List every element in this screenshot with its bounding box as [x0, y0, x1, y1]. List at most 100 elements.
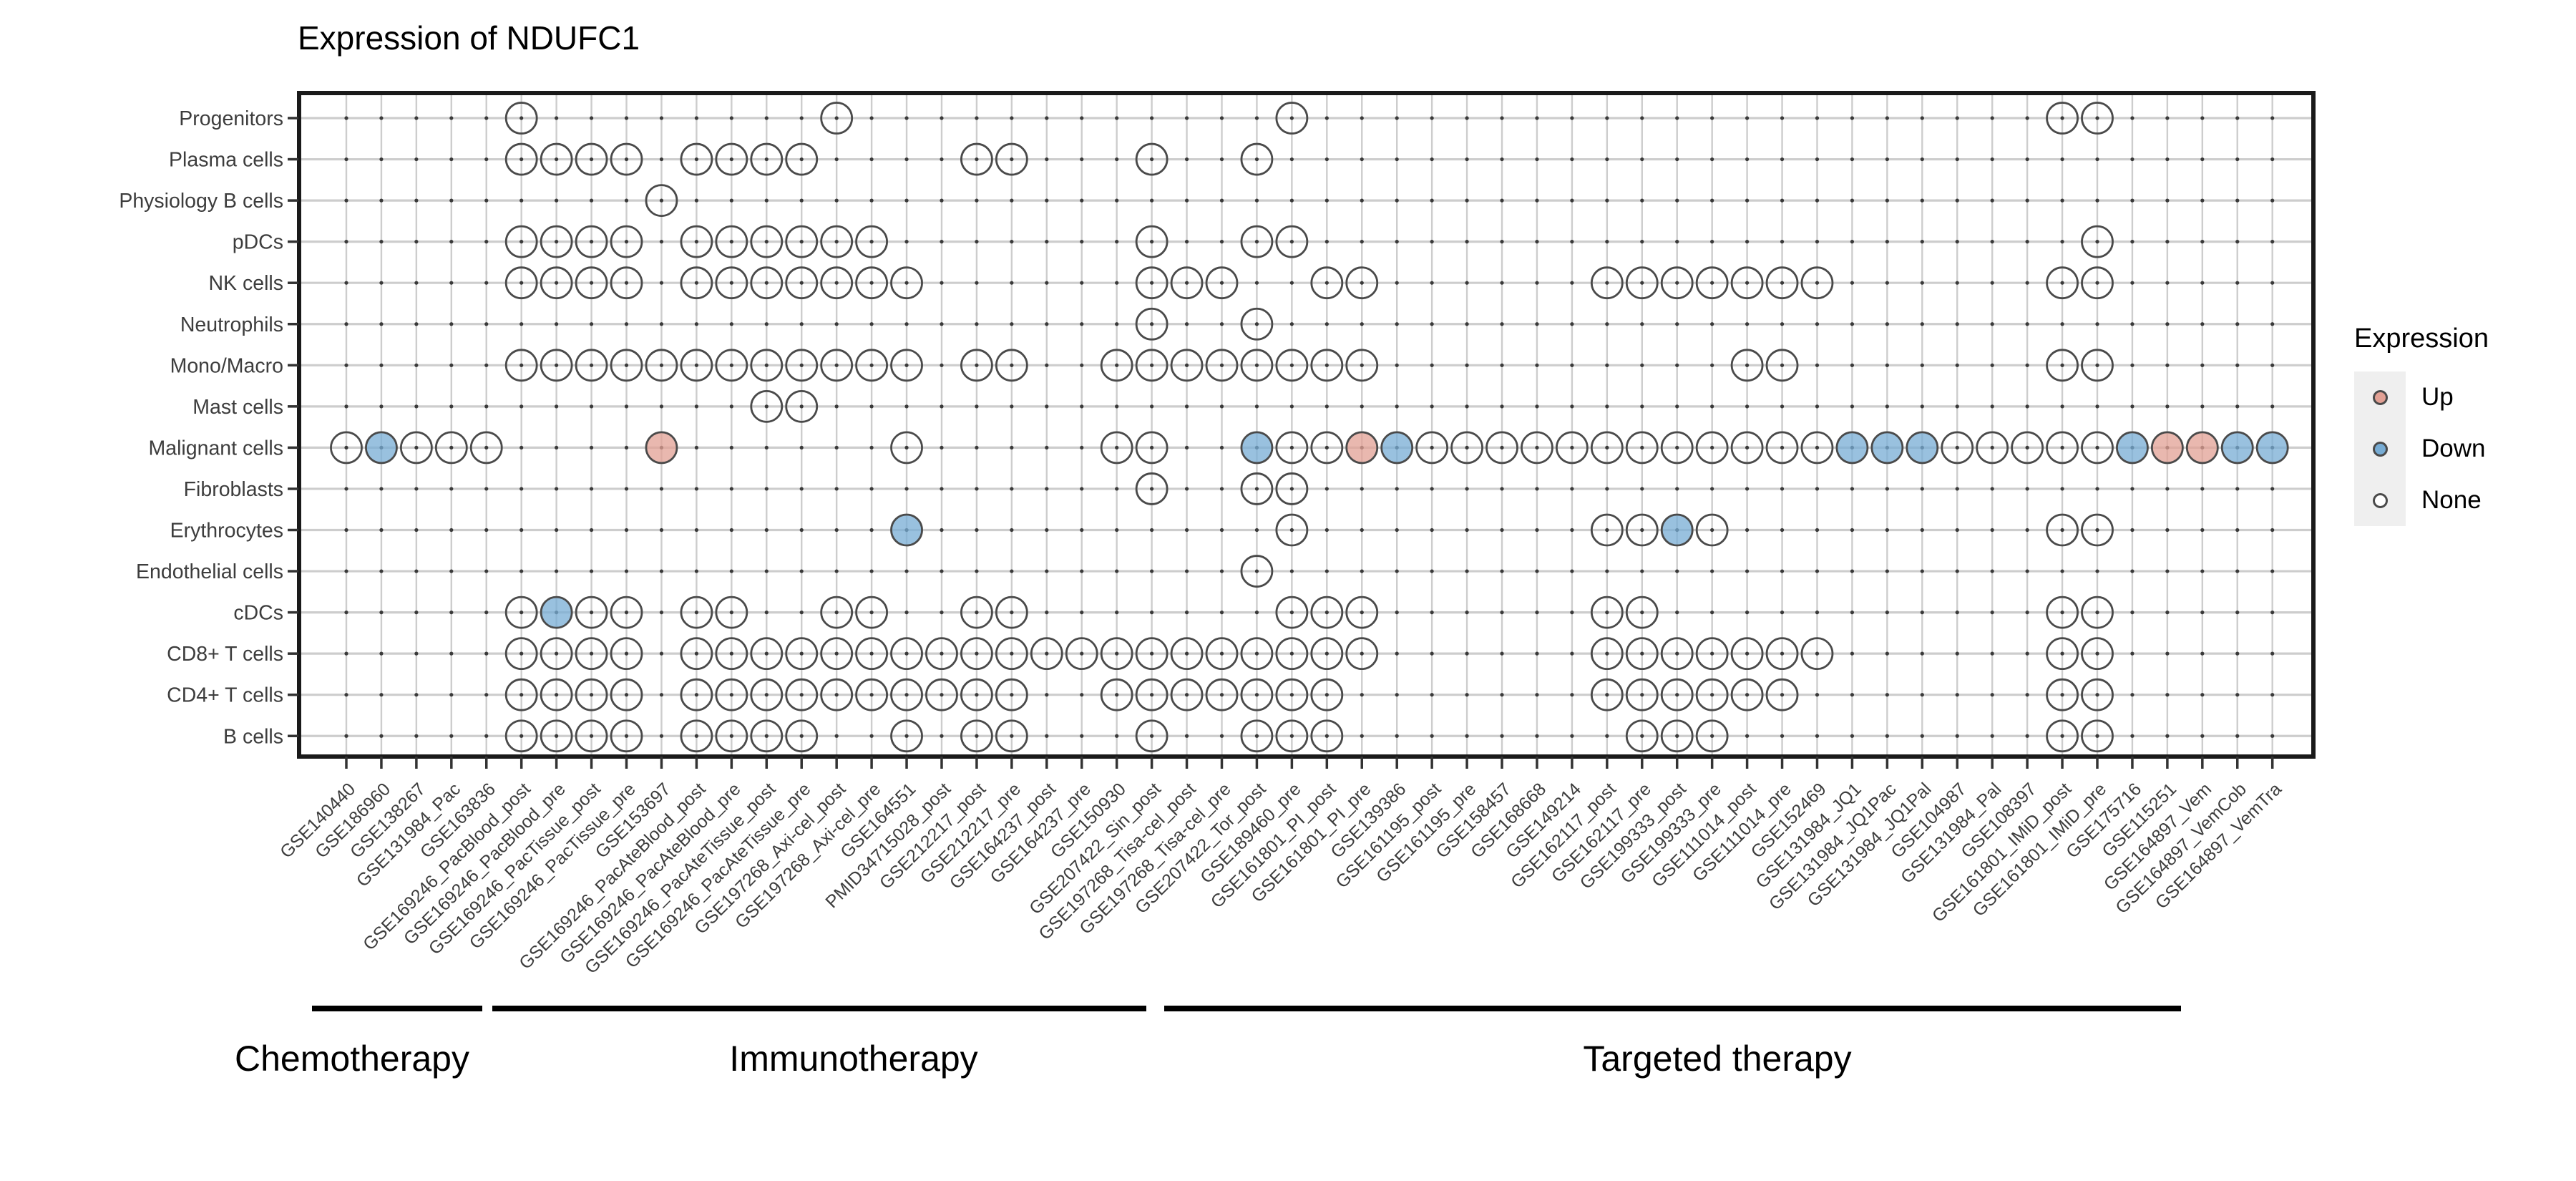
grid-dot — [1605, 198, 1609, 203]
grid-dot — [1324, 198, 1329, 203]
grid-dot — [2165, 116, 2170, 120]
grid-dot — [1045, 528, 1049, 533]
grid-dot — [869, 734, 874, 738]
expression-circle-none — [504, 596, 538, 629]
grid-dot — [2060, 198, 2064, 203]
expression-circle-none — [1695, 719, 1729, 753]
grid-dot — [1815, 322, 1820, 326]
grid-dot — [1675, 404, 1679, 409]
grid-dot — [2200, 240, 2205, 244]
expression-circle-down — [1380, 431, 1414, 465]
expression-circle-none — [890, 719, 923, 753]
grid-dot — [2235, 322, 2240, 326]
expression-circle-down — [1835, 431, 1869, 465]
grid-dot — [975, 240, 979, 244]
grid-dot — [834, 157, 839, 162]
grid-dot — [379, 528, 384, 533]
grid-dot — [555, 445, 559, 450]
grid-dot — [1885, 281, 1889, 285]
expression-circle-none — [750, 142, 784, 176]
grid-dot — [834, 281, 839, 285]
grid-dot — [589, 651, 594, 656]
grid-dot — [1080, 445, 1084, 450]
grid-dot — [1465, 611, 1469, 615]
grid-dot — [1115, 487, 1119, 491]
expression-circle-none — [1730, 266, 1764, 300]
grid-dot — [1850, 198, 1855, 203]
y-axis-label: Erythrocytes — [170, 520, 283, 543]
grid-dot — [1710, 611, 1714, 615]
grid-dot — [449, 569, 454, 573]
grid-dot — [2025, 651, 2029, 656]
grid-dot — [2060, 281, 2064, 285]
grid-dot — [1184, 404, 1189, 409]
grid-dot — [1850, 157, 1855, 162]
y-axis-label: Progenitors — [179, 107, 283, 130]
grid-dot — [1640, 116, 1644, 120]
expression-circle-none — [1135, 637, 1169, 671]
grid-dot — [1570, 734, 1574, 738]
expression-circle-none — [1765, 431, 1799, 465]
grid-dot — [729, 693, 733, 697]
expression-circle-none — [330, 431, 363, 465]
grid-dot — [2025, 404, 2029, 409]
expression-circle-none — [610, 596, 643, 629]
grid-dot — [555, 404, 559, 409]
expression-circle-none — [995, 142, 1028, 176]
grid-dot — [2095, 528, 2099, 533]
expression-circle-none — [2046, 678, 2079, 711]
grid-dot — [1184, 693, 1189, 697]
grid-dot — [1955, 198, 1959, 203]
grid-dot — [1500, 240, 1504, 244]
y-axis-label: NK cells — [208, 272, 283, 295]
expression-circle-none — [1765, 637, 1799, 671]
grid-dot — [1324, 322, 1329, 326]
expression-circle-none — [2081, 719, 2114, 753]
grid-dot — [1395, 611, 1399, 615]
grid-dot — [1535, 734, 1539, 738]
grid-dot — [2270, 487, 2275, 491]
grid-dot — [1535, 693, 1539, 697]
grid-dot — [2060, 116, 2064, 120]
expression-circle-none — [750, 637, 784, 671]
grid-dot — [1535, 363, 1539, 367]
grid-dot — [2235, 404, 2240, 409]
grid-dot — [940, 651, 944, 656]
grid-dot — [799, 240, 804, 244]
grid-dot — [624, 240, 629, 244]
expression-circle-none — [540, 637, 573, 671]
grid-dot — [1675, 281, 1679, 285]
grid-dot — [1430, 404, 1434, 409]
grid-dot — [1535, 528, 1539, 533]
grid-dot — [940, 157, 944, 162]
grid-dot — [975, 734, 979, 738]
expression-circle-none — [820, 596, 854, 629]
grid-dot — [1465, 734, 1469, 738]
grid-dot — [1640, 611, 1644, 615]
grid-dot — [1745, 198, 1750, 203]
grid-dot — [1605, 528, 1609, 533]
grid-dot — [589, 693, 594, 697]
grid-dot — [1360, 611, 1364, 615]
grid-dot — [1535, 651, 1539, 656]
grid-dot — [589, 198, 594, 203]
grid-dot — [1675, 198, 1679, 203]
grid-dot — [1324, 404, 1329, 409]
grid-dot — [1710, 322, 1714, 326]
grid-dot — [2235, 198, 2240, 203]
expression-circle-none — [2081, 513, 2114, 547]
expression-circle-none — [1555, 431, 1589, 465]
grid-dot — [1080, 240, 1084, 244]
grid-dot — [1360, 651, 1364, 656]
grid-dot — [1955, 157, 1959, 162]
expression-circle-none — [1590, 678, 1624, 711]
grid-dot — [519, 651, 524, 656]
grid-dot — [1640, 240, 1644, 244]
grid-dot — [1254, 528, 1259, 533]
grid-dot — [1500, 198, 1504, 203]
grid-dot — [2130, 240, 2135, 244]
grid-dot — [764, 528, 769, 533]
expression-circle-none — [434, 431, 468, 465]
grid-dot — [729, 734, 733, 738]
expression-circle-none — [2011, 431, 2044, 465]
